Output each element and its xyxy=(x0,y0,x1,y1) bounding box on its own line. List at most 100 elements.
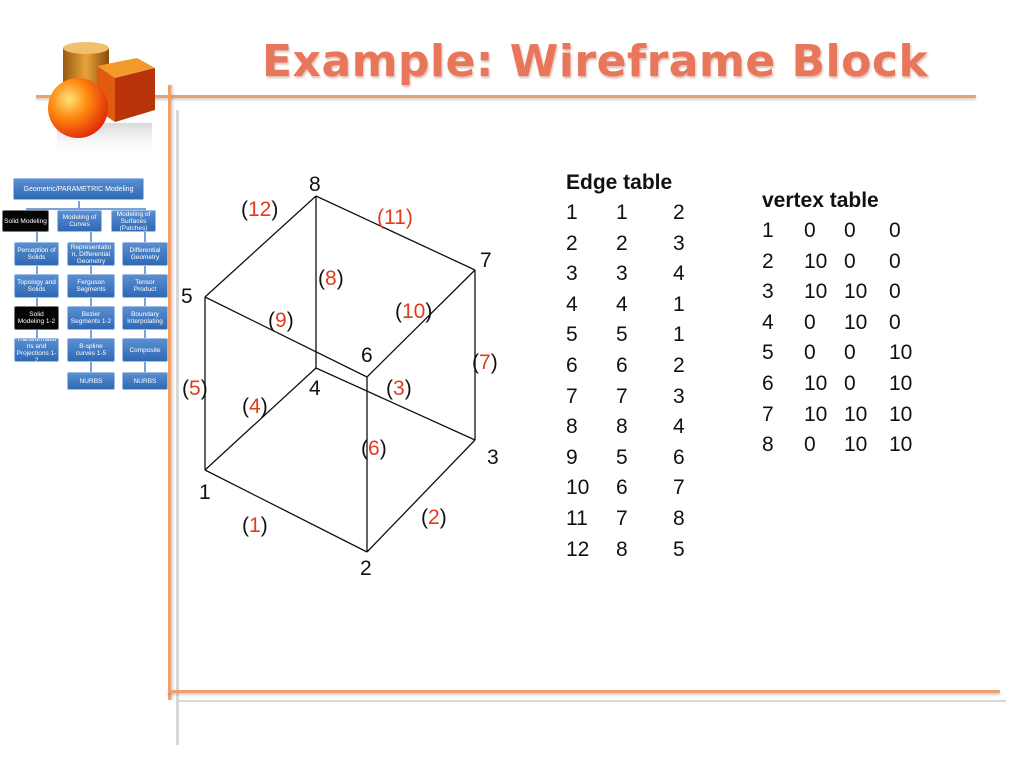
nav-node-solid-modeling[interactable]: Solid Modeling xyxy=(2,210,49,232)
nav-node-representation[interactable]: Representatio n, Differential Geometry xyxy=(67,242,115,266)
table-cell: 9 xyxy=(566,445,578,469)
cube-edge-12 xyxy=(204,195,317,298)
table-cell: 2 xyxy=(762,249,774,273)
table-cell: 4 xyxy=(673,415,685,439)
nav-node-ferguson[interactable]: Ferguson Segments xyxy=(67,274,115,298)
table-cell: 5 xyxy=(616,445,628,469)
edge-label-12: (12) xyxy=(241,198,279,221)
table-cell: 10 xyxy=(844,280,868,304)
table-cell: 0 xyxy=(889,310,901,334)
table-cell: 4 xyxy=(673,262,685,286)
table-row: 1 0 0 0 xyxy=(762,216,929,247)
table-cell: 1 xyxy=(616,201,628,224)
table-cell: 8 xyxy=(616,415,628,439)
nav-node-modeling-curves[interactable]: Modeling of Curves xyxy=(57,210,102,232)
table-cell: 8 xyxy=(762,433,774,457)
table-cell: 10 xyxy=(844,433,868,457)
vertex-label-7: 7 xyxy=(480,249,492,272)
page-title: Example: Wireframe Block xyxy=(262,36,929,87)
table-cell: 0 xyxy=(889,249,901,273)
cube-edge-3 xyxy=(315,367,476,441)
table-cell: 12 xyxy=(566,537,590,561)
table-cell: 7 xyxy=(616,384,628,408)
table-row: 3 3 4 xyxy=(566,259,713,290)
table-cell: 5 xyxy=(566,323,578,347)
nav-node-boundary-interpolating[interactable]: Boundary Interpolating xyxy=(122,306,168,330)
shapes-logo-icon xyxy=(48,42,155,158)
cube-edge-9 xyxy=(204,296,368,378)
edge-label-10: (10) xyxy=(395,300,433,323)
table-cell: 3 xyxy=(762,280,774,304)
table-cell: 6 xyxy=(566,353,578,377)
table-cell: 3 xyxy=(566,262,578,286)
nav-node-surface-differential[interactable]: Differential Geometry xyxy=(122,242,168,266)
table-cell: 2 xyxy=(673,201,685,224)
edge-label-3: (3) xyxy=(386,377,412,400)
edge-label-1: (1) xyxy=(242,514,268,537)
nav-node-topology-solids[interactable]: Topology and Solids xyxy=(14,274,59,298)
nav-node-bspline[interactable]: B-spline curves 1-5 xyxy=(67,338,115,362)
table-cell: 8 xyxy=(616,537,628,561)
table-cell: 0 xyxy=(804,310,816,334)
nav-node-tensor-product[interactable]: Tensor Product xyxy=(122,274,168,298)
table-cell: 7 xyxy=(616,506,628,530)
nav-node-solid-modeling-1-2[interactable]: Solid Modeling 1-2 xyxy=(14,306,59,330)
edge-label-6: (6) xyxy=(361,437,387,460)
nav-node-geometric-modeling[interactable]: Geometric/PARAMETRIC Modeling xyxy=(13,178,144,200)
nav-node-composite[interactable]: Composite xyxy=(122,338,168,362)
vertex-label-6: 6 xyxy=(361,344,373,367)
table-cell: 10 xyxy=(804,249,828,273)
edge-label-4: (4) xyxy=(242,395,268,418)
table-cell: 10 xyxy=(844,402,868,426)
table-cell: 1 xyxy=(762,219,774,242)
nav-node-nurbs-surfaces[interactable]: NURBS xyxy=(122,372,168,390)
table-cell: 4 xyxy=(616,292,628,316)
table-cell: 0 xyxy=(804,219,816,242)
vertex-label-3: 3 xyxy=(487,446,499,469)
table-cell: 0 xyxy=(804,341,816,365)
table-cell: 3 xyxy=(616,262,628,286)
table-cell: 10 xyxy=(844,310,868,334)
nav-node-nurbs-curves[interactable]: NURBS xyxy=(67,372,115,390)
table-cell: 7 xyxy=(673,476,685,500)
table-cell: 1 xyxy=(673,292,685,316)
table-cell: 0 xyxy=(844,219,856,242)
table-cell: 3 xyxy=(673,231,685,255)
frame-left-line xyxy=(168,85,171,700)
vertex-label-5: 5 xyxy=(181,285,193,308)
nav-connector xyxy=(26,208,146,210)
table-cell: 6 xyxy=(673,445,685,469)
table-cell: 5 xyxy=(762,341,774,365)
edge-label-8: (8) xyxy=(318,267,344,290)
table-cell: 3 xyxy=(673,384,685,408)
cube-edge-1 xyxy=(204,469,368,553)
nav-node-modeling-surfaces[interactable]: Modeling of Surfaces (Patches) xyxy=(111,210,156,232)
table-cell: 10 xyxy=(804,280,828,304)
frame-shadow-vertical xyxy=(176,110,179,745)
cube-edge-2 xyxy=(366,439,476,553)
table-cell: 0 xyxy=(889,219,901,242)
table-cell: 10 xyxy=(804,402,828,426)
nav-node-transformations[interactable]: Transformatio ns and Projections 1-2 xyxy=(14,338,59,362)
table-cell: 10 xyxy=(889,402,913,426)
table-cell: 10 xyxy=(889,371,913,395)
nav-node-bezier[interactable]: Bezier Segments 1-2 xyxy=(67,306,115,330)
nav-node-perception-solids[interactable]: Perception of Solids xyxy=(14,242,59,266)
